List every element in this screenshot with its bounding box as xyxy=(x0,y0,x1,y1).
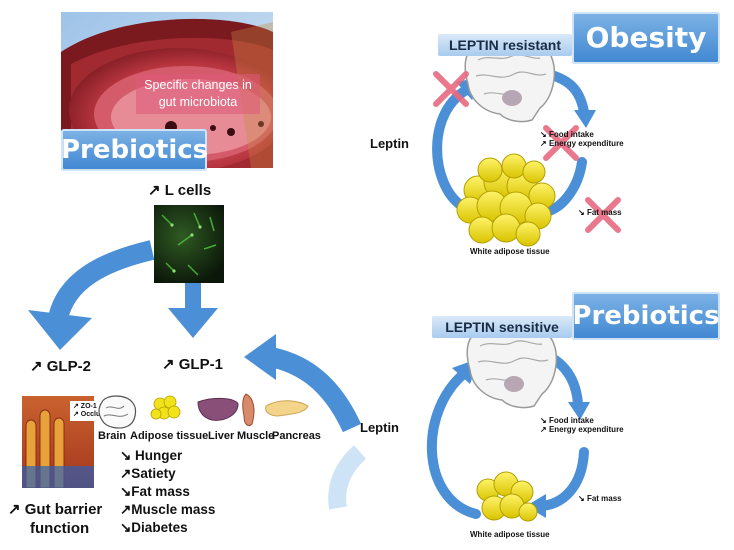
effect-diabetes: ↘Diabetes xyxy=(120,520,188,535)
l-cells-label: ↗ L cells xyxy=(148,182,212,199)
obesity-tag: Obesity xyxy=(572,12,720,64)
energy-expenditure-up: ↗ Energy expenditure xyxy=(540,139,624,148)
obesity-effects: ↘ Food intake ↗ Energy expenditure xyxy=(540,130,624,148)
energy-expenditure-label: Energy expenditure xyxy=(548,139,624,148)
energy-expenditure-up-pre: ↗ Energy expenditure xyxy=(540,425,624,434)
prebiotics-tag-top: Prebiotics xyxy=(61,129,208,171)
white-adipose-label-obesity: White adipose tissue xyxy=(470,247,550,256)
effect-muscle-mass: ↗Muscle mass xyxy=(120,502,216,517)
organ-label-adipose: Adipose tissue xyxy=(130,430,209,442)
cross-icon-fat-mass xyxy=(585,197,621,233)
occludin-label: ↗ Occludin xyxy=(73,411,111,418)
prebiotics-tag-right: Prebiotics xyxy=(572,292,720,340)
leptin-sensitive-tag: LEPTIN sensitive xyxy=(432,316,572,338)
leptin-resistant-tag: LEPTIN resistant xyxy=(438,34,572,56)
fat-mass-down-pre: ↘ Fat mass xyxy=(578,494,622,503)
energy-expenditure-label-pre: Energy expenditure xyxy=(548,425,624,434)
fat-mass-label-pre: Fat mass xyxy=(586,494,622,503)
gut-barrier-line2: function xyxy=(30,520,90,537)
arrow-leptin-to-glp1 xyxy=(264,346,362,433)
glp2-label: ↗ GLP-2 xyxy=(30,358,91,375)
effect-hunger: ↘ Hunger xyxy=(120,448,183,463)
l-cells-image xyxy=(154,205,224,283)
organ-label-muscle: Muscle xyxy=(237,430,275,442)
obesity-arrow-head-2 xyxy=(574,110,596,128)
leptin-label-obesity: Leptin xyxy=(370,136,409,151)
gut-villi-image xyxy=(22,396,94,488)
arrow-leptin-to-glp1-head xyxy=(244,334,276,380)
gut-microbiota-caption: Specific changes in gut microbiota xyxy=(136,74,260,114)
arrow-to-glp1-shaft xyxy=(185,282,201,312)
leptin-label-prebiotics: Leptin xyxy=(360,420,399,435)
food-intake-down-pre: ↘ Food intake xyxy=(540,416,594,425)
food-intake-label-pre: Food intake xyxy=(548,416,594,425)
cross-icon-brain xyxy=(433,71,469,107)
arrow-to-glp2 xyxy=(48,240,155,321)
white-adipose-label-prebiotics: White adipose tissue xyxy=(470,530,550,539)
arrow-to-glp1-head xyxy=(168,308,218,338)
zo1-label: ↗ ZO-1 xyxy=(73,403,97,410)
effect-fat-mass: ↘Fat mass xyxy=(120,484,190,499)
white-adipose-tissue-prebiotics xyxy=(476,471,538,522)
gut-barrier-line1: ↗ Gut barrier xyxy=(8,501,103,518)
zo1-occludin-box: ↗ ZO-1 ↗ Occludin xyxy=(70,401,114,421)
white-adipose-tissue-obesity xyxy=(456,153,556,247)
food-intake-label: Food intake xyxy=(548,130,594,139)
prebiotics-effects: ↘ Food intake ↗ Energy expenditure xyxy=(540,416,624,434)
effect-satiety: ↗Satiety xyxy=(120,466,176,481)
arrow-leptin-fade xyxy=(328,445,367,510)
food-intake-down: ↘ Food intake xyxy=(540,130,594,139)
cross-icon-energy xyxy=(543,125,579,161)
organ-label-brain: Brain xyxy=(98,430,127,442)
glp1-label: ↗ GLP-1 xyxy=(162,356,223,373)
prebiotics-arrow-head-2 xyxy=(568,402,590,420)
arrow-to-glp2-head xyxy=(28,310,92,350)
organ-label-liver: Liver xyxy=(208,430,235,442)
fat-mass-up-obesity: ↘ Fat mass xyxy=(578,208,622,217)
effects-list: ↘ Hunger ↗Satiety ↘Fat mass ↗Muscle mass… xyxy=(120,447,215,537)
organ-label-pancreas: Pancreas xyxy=(272,430,321,442)
prebiotics-arrow-head-3 xyxy=(526,494,546,518)
fat-mass-label: Fat mass xyxy=(586,208,622,217)
